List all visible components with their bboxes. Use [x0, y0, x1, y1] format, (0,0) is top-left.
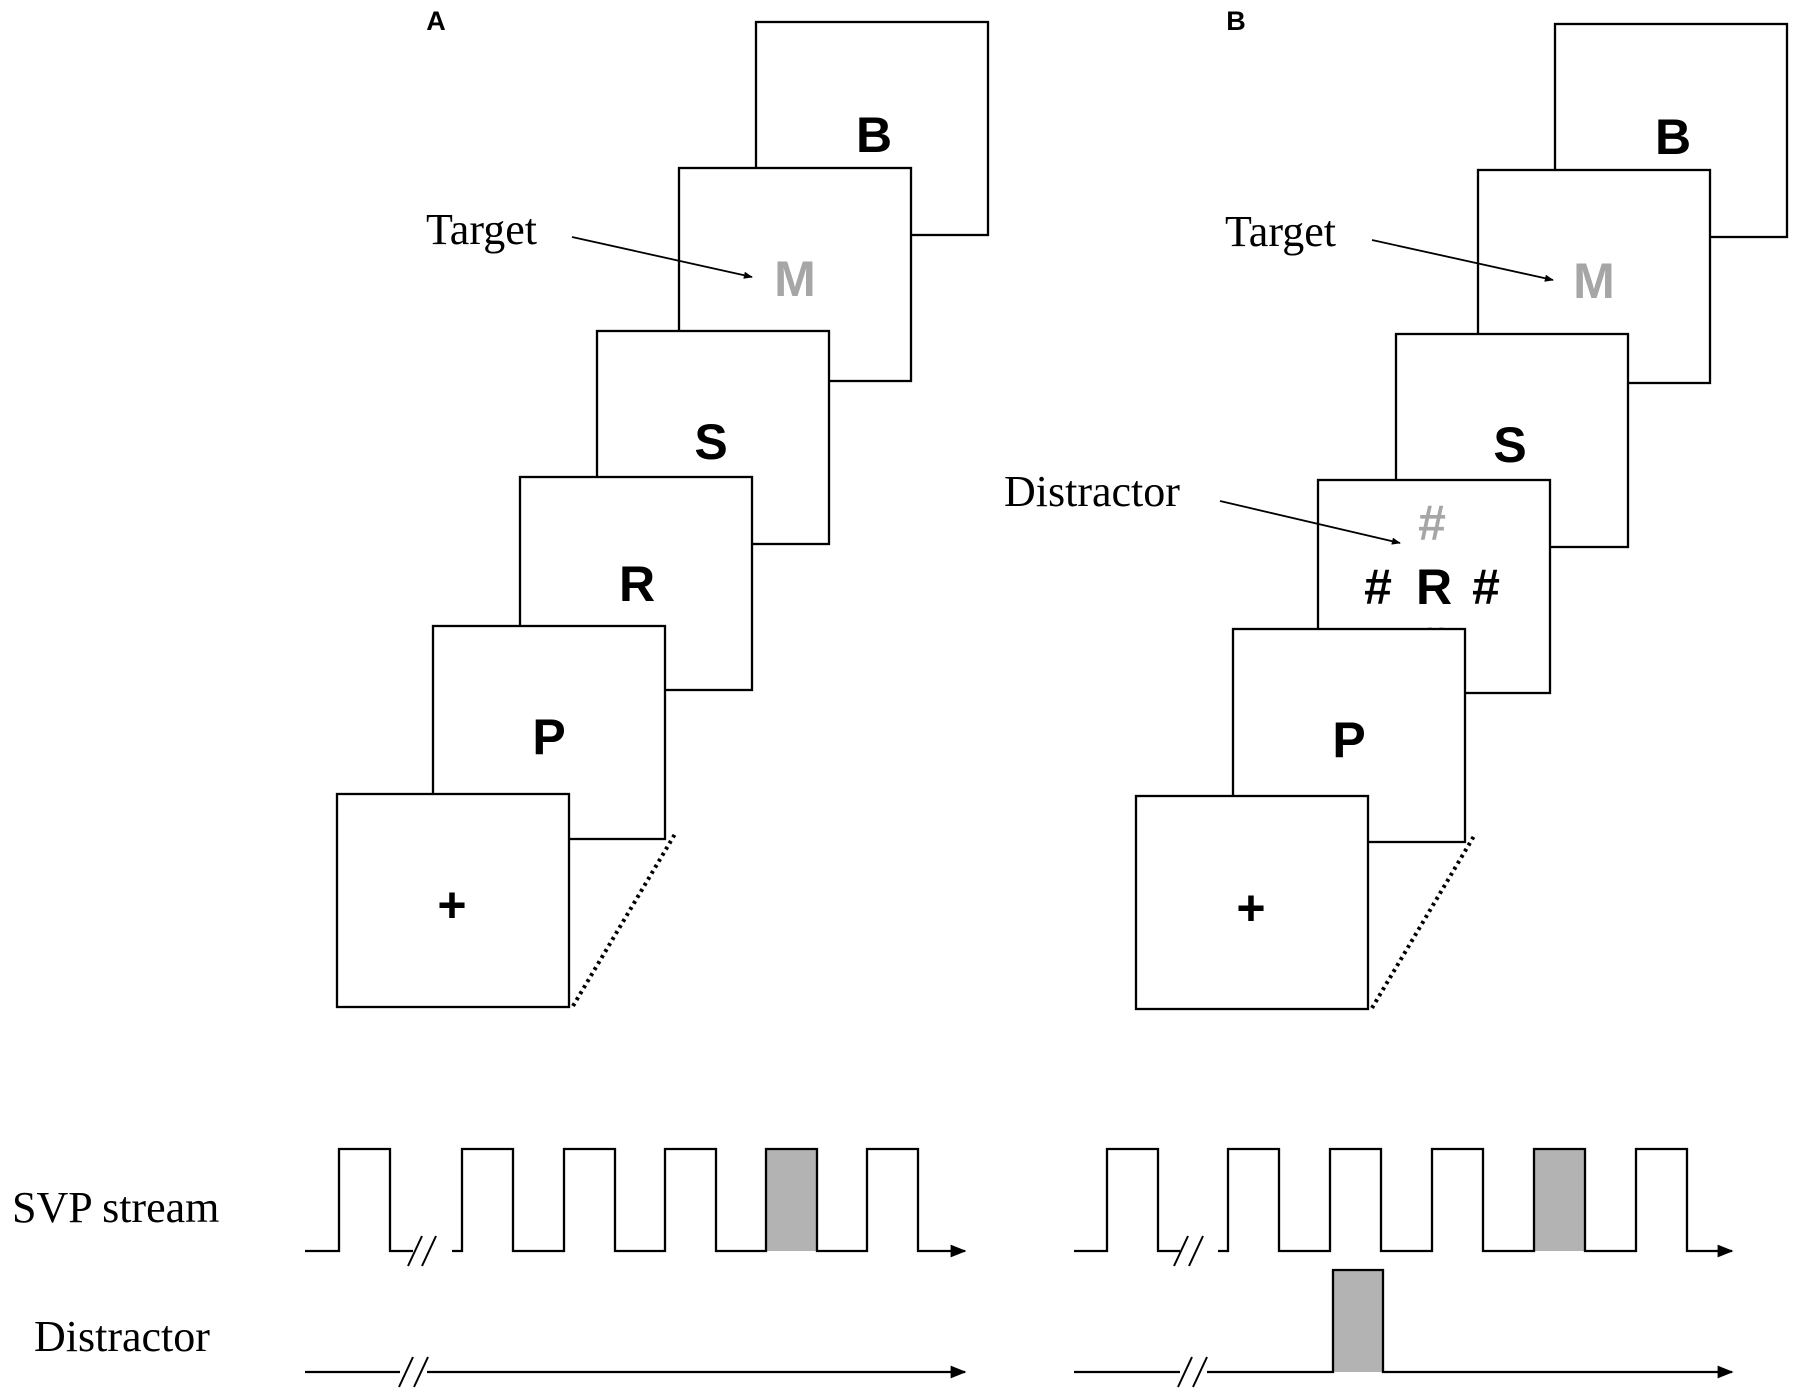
panel-a-letter-p: P: [532, 709, 565, 765]
panel-a-target-pulse-fill: [766, 1149, 817, 1251]
panel-a-target-label: Target: [426, 205, 537, 254]
panel-b-label: B: [1226, 6, 1246, 36]
panel-b: B B M S R # # # # P: [1004, 6, 1789, 1011]
panel-b-distractor-break-2: [1192, 1356, 1208, 1388]
panel-a-svp-break-2: [421, 1235, 437, 1267]
panel-b-target-pulse-fill: [1534, 1149, 1585, 1251]
panel-b-svp-break-2: [1188, 1235, 1204, 1267]
panel-a-letter-r: R: [619, 556, 655, 612]
panel-b-target-pointer: [1371, 239, 1554, 282]
panel-b-timelines: [1074, 1147, 1732, 1388]
panel-a-frame-fixation: +: [335, 792, 571, 1009]
panel-a-continuation-line: [571, 832, 677, 1008]
panel-a-distractor-break-2: [413, 1356, 429, 1388]
panel-b-distractor-hash-left: #: [1364, 559, 1392, 615]
panel-b-distractor-label: Distractor: [1004, 467, 1180, 516]
panel-b-frame-fixation: +: [1134, 794, 1370, 1011]
svp-stream-label: SVP stream: [12, 1183, 219, 1232]
panel-a-svp-break-1: [407, 1235, 423, 1267]
panel-b-continuation-line: [1370, 834, 1476, 1010]
panel-a-fixation-cross: +: [437, 877, 466, 933]
panel-b-target-label: Target: [1225, 207, 1336, 256]
panel-b-letter-m: M: [1573, 253, 1615, 309]
panel-b-letter-b: B: [1655, 109, 1691, 165]
panel-a-label: A: [426, 6, 446, 36]
panel-a-svp-stream: [305, 1147, 965, 1251]
panel-b-distractor-pulse-fill: [1333, 1270, 1383, 1372]
timeline-labels: SVP stream Distractor: [12, 1183, 219, 1361]
panel-b-letter-p: P: [1332, 712, 1365, 768]
panel-a-target-pointer: [571, 236, 753, 279]
panel-b-fixation-cross: +: [1236, 880, 1265, 936]
distractor-timeline-label: Distractor: [34, 1312, 210, 1361]
panel-a-letter-b: B: [856, 107, 892, 163]
panel-b-svp-break-1: [1173, 1235, 1189, 1267]
panel-a-distractor-break-1: [398, 1356, 414, 1388]
panel-a-letter-s: S: [694, 414, 727, 470]
panel-a-timelines: [305, 1147, 965, 1388]
panel-b-distractor-pointer: [1219, 500, 1401, 545]
panel-b-letter-s: S: [1493, 417, 1526, 473]
panel-a-letter-m: M: [774, 251, 816, 307]
panel-b-distractor-hash-right: #: [1472, 559, 1500, 615]
panel-b-distractor-stream: [1074, 1268, 1732, 1372]
panel-b-distractor-break-1: [1177, 1356, 1193, 1388]
panel-a: A B M S R P +: [335, 6, 990, 1009]
panel-b-distractor-hash-top: #: [1418, 495, 1446, 551]
panel-b-letter-r: R: [1416, 559, 1452, 615]
panel-b-svp-stream: [1074, 1147, 1732, 1251]
